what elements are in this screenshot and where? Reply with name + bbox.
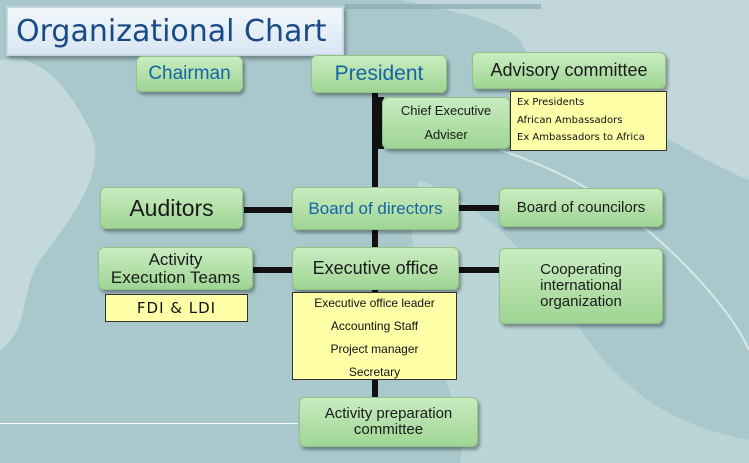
advisory-committee-box[interactable]: Advisory committee: [472, 52, 666, 89]
auditors-connector: [244, 207, 292, 213]
cooperating-org-line3: organization: [540, 292, 622, 310]
activity-execution-teams-line2: Execution Teams: [110, 267, 241, 287]
chief-executive-adviser-line2: Adviser: [424, 127, 468, 142]
chief-executive-adviser-box[interactable]: Chief Executive Adviser: [382, 97, 510, 149]
executive-office-staff-note: Executive office leader Accounting Staff…: [292, 292, 457, 380]
staff-item-2: Accounting Staff: [330, 319, 419, 333]
activity-preparation-committee-box[interactable]: Activity preparation committee: [299, 397, 478, 447]
executive-office-box[interactable]: Executive office: [292, 247, 459, 290]
activity-preparation-line2: committee: [353, 421, 424, 438]
activity-execution-teams-line1: Activity: [148, 249, 203, 269]
page-title: Organizational Chart: [6, 6, 344, 56]
staff-item-3: Project manager: [330, 342, 419, 356]
cooperating-org-line1: Cooperating: [540, 261, 622, 279]
advisory-members-note: Ex Presidents African Ambassadors Ex Amb…: [510, 91, 667, 151]
auditors-box[interactable]: Auditors: [100, 187, 243, 229]
execution-teams-note: FDI & LDI: [105, 294, 248, 322]
staff-item-4: Secretary: [348, 365, 401, 379]
trunk-line: [372, 92, 378, 399]
advisory-member-2: African Ambassadors: [517, 114, 623, 126]
staff-item-1: Executive office leader: [314, 296, 435, 310]
advisory-member-1: Ex Presidents: [517, 97, 585, 108]
advisory-member-3: Ex Ambassadors to Africa: [517, 132, 645, 143]
cooperating-connector: [459, 267, 499, 273]
cooperating-org-line2: international: [540, 277, 622, 295]
activity-execution-teams-box[interactable]: Activity Execution Teams: [98, 247, 253, 290]
adviser-connector: [378, 97, 384, 149]
chief-executive-adviser-line1: Chief Executive: [400, 103, 492, 119]
councilors-connector: [459, 205, 499, 211]
board-of-directors-box[interactable]: Board of directors: [292, 187, 459, 230]
board-of-councilors-box[interactable]: Board of councilors: [499, 188, 663, 227]
president-box[interactable]: President: [311, 55, 447, 93]
cooperating-organization-box[interactable]: Cooperating international organization: [499, 248, 663, 324]
activity-preparation-line1: Activity preparation: [324, 405, 453, 423]
chairman-box[interactable]: Chairman: [136, 56, 243, 92]
teams-connector: [253, 267, 292, 273]
